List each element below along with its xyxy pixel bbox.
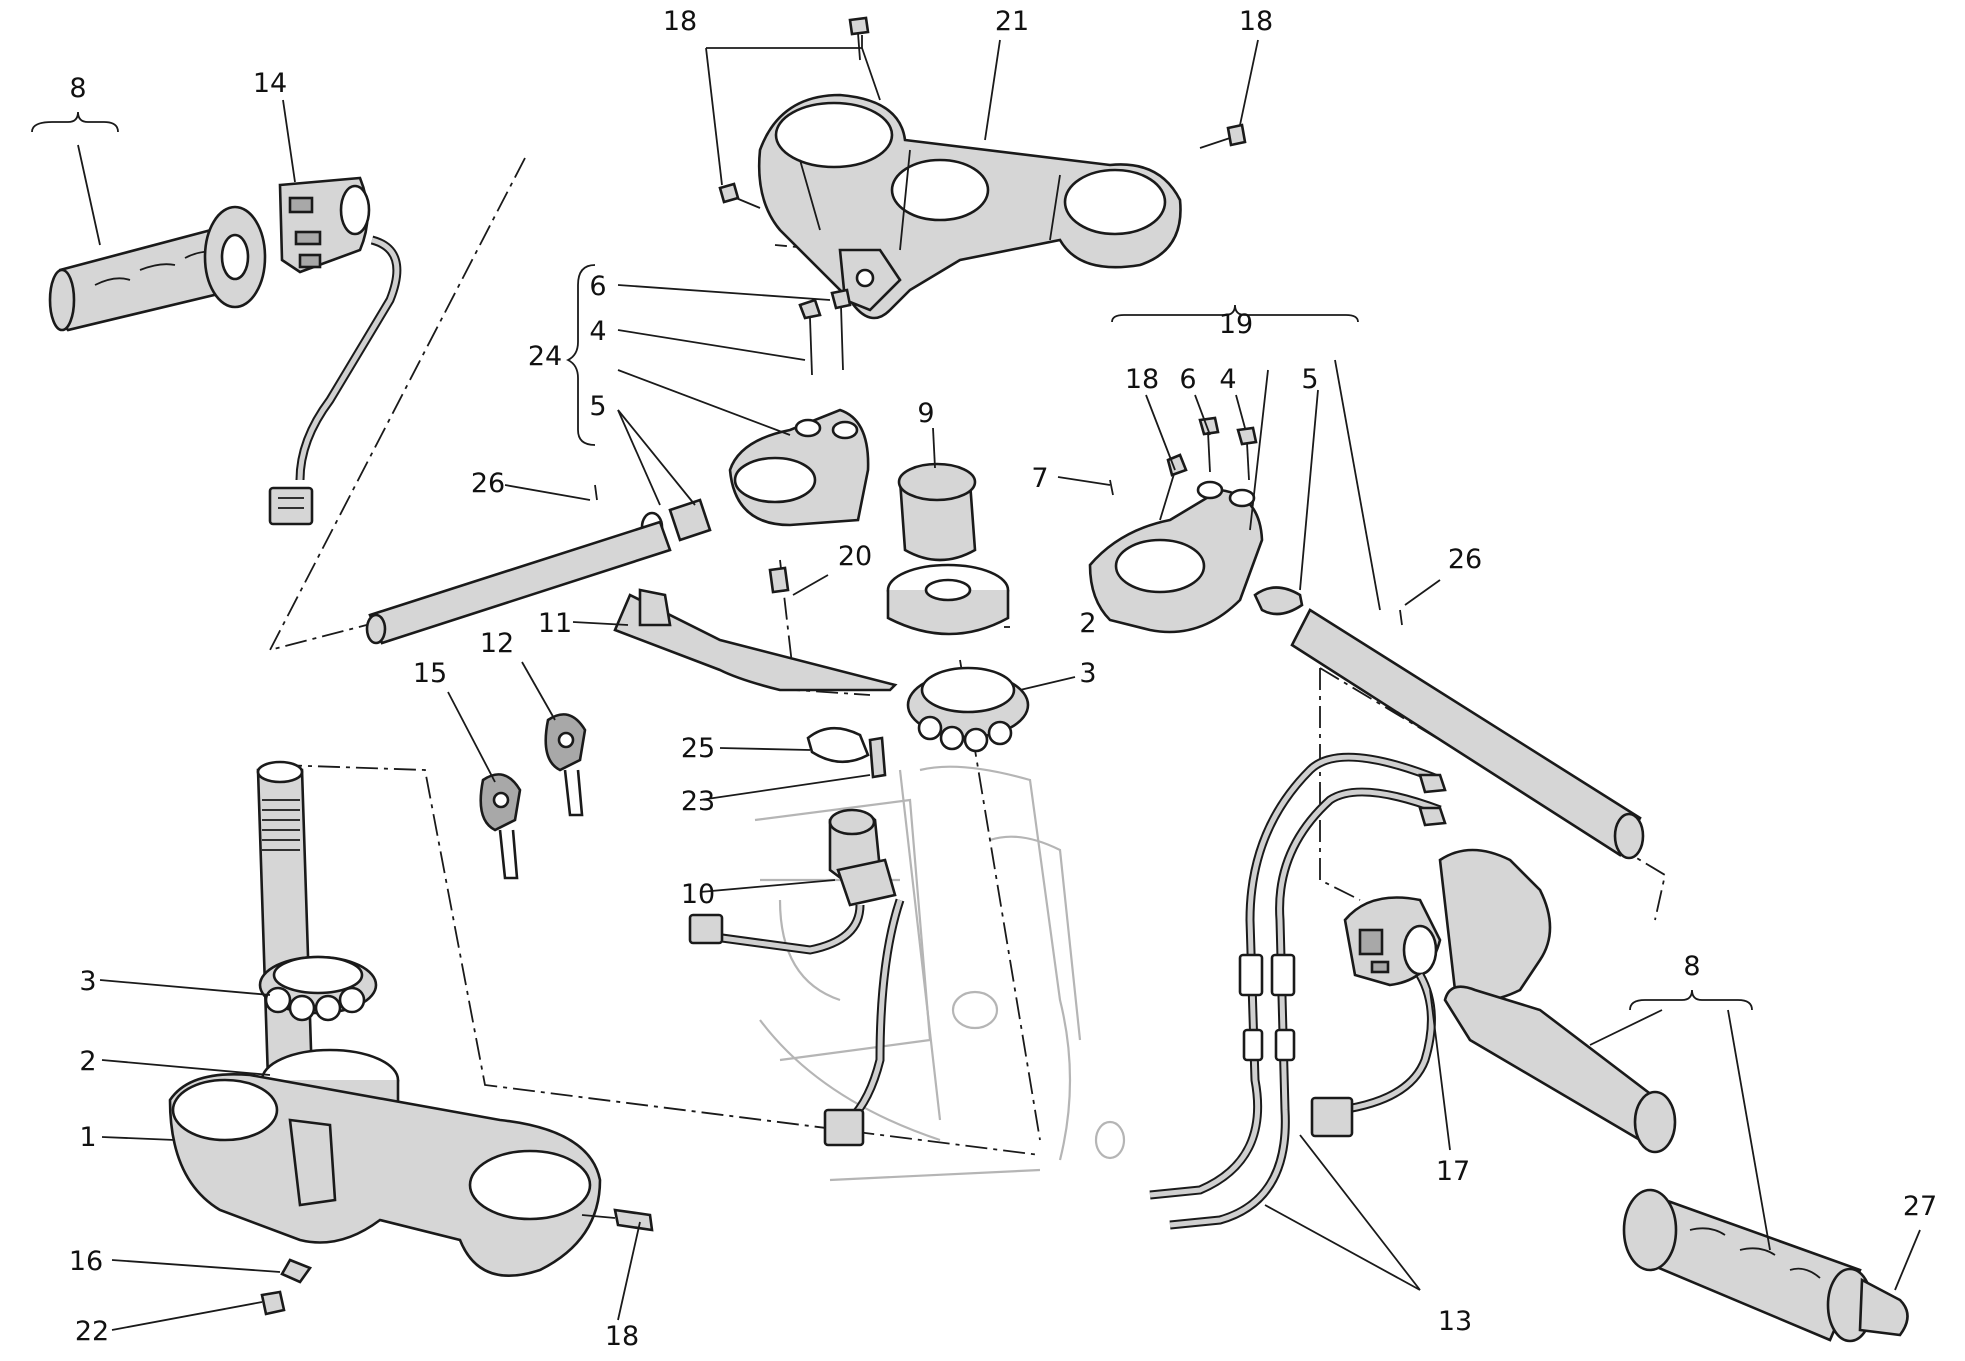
callout-18-top-left: 18	[663, 6, 697, 37]
callout-25: 25	[681, 733, 715, 764]
callout-8-left: 8	[69, 73, 86, 104]
callout-20: 20	[838, 541, 872, 572]
callout-6-right: 6	[1179, 364, 1196, 395]
callout-3-top: 3	[1079, 658, 1096, 689]
callout-26-right: 26	[1448, 544, 1482, 575]
right-handlebar-clamp	[1088, 416, 1304, 634]
callout-13: 13	[1438, 1306, 1472, 1337]
callout-17: 17	[1436, 1156, 1470, 1187]
callout-2-bottom: 2	[79, 1046, 96, 1077]
ignition-keys	[479, 713, 587, 880]
callout-8-right: 8	[1683, 951, 1700, 982]
callout-21: 21	[995, 6, 1029, 37]
left-handlebar-clamp	[640, 288, 870, 543]
ignition-switch	[688, 726, 905, 1147]
callout-1: 1	[79, 1122, 96, 1153]
callout-11: 11	[538, 608, 572, 639]
left-grip	[48, 205, 267, 332]
callout-9: 9	[917, 398, 934, 429]
right-handlebar-tube	[1290, 608, 1645, 860]
callout-5-right: 5	[1301, 364, 1318, 395]
right-switch-cluster	[1310, 896, 1442, 1138]
callout-12: 12	[480, 628, 514, 659]
callout-24: 24	[528, 341, 562, 372]
callout-3-bottom: 3	[79, 966, 96, 997]
callout-labels: 8 14 18 21 18 6 4 24 5 26 9 20 19 18 6 4…	[69, 6, 1937, 1352]
callout-22: 22	[75, 1316, 109, 1347]
throttle-cables	[1149, 752, 1447, 1230]
steering-head-parts	[886, 462, 1030, 753]
callout-26-left: 26	[471, 468, 505, 499]
callout-18-right-clamp: 18	[1125, 364, 1159, 395]
callout-19: 19	[1219, 309, 1253, 340]
callout-4-left: 4	[589, 316, 606, 347]
steering-stem-assembly	[168, 760, 654, 1316]
right-throttle-grip	[1438, 848, 1909, 1343]
callout-6-left: 6	[589, 271, 606, 302]
callout-5-left: 5	[589, 391, 606, 422]
callout-2-top: 2	[1079, 608, 1096, 639]
steering-cover	[613, 566, 898, 692]
bearing-balls-top	[917, 715, 1013, 753]
callout-16: 16	[69, 1246, 103, 1277]
callout-18-top-right: 18	[1239, 6, 1273, 37]
left-handlebar-tube	[365, 484, 672, 645]
callout-10: 10	[681, 879, 715, 910]
callout-14: 14	[253, 68, 287, 99]
left-switch-cluster	[268, 176, 402, 526]
leader-lines	[31, 35, 1921, 1331]
callout-4-right: 4	[1219, 364, 1236, 395]
callout-7: 7	[1031, 463, 1048, 494]
callout-18-bottom: 18	[605, 1321, 639, 1352]
bearing-balls-bottom	[264, 986, 366, 1022]
callout-23: 23	[681, 786, 715, 817]
callout-27: 27	[1903, 1191, 1937, 1222]
upper-triple-clamp	[757, 93, 1182, 320]
callout-15: 15	[413, 658, 447, 689]
frame-outline	[754, 765, 1126, 1182]
clamp-bolts	[718, 16, 1247, 209]
